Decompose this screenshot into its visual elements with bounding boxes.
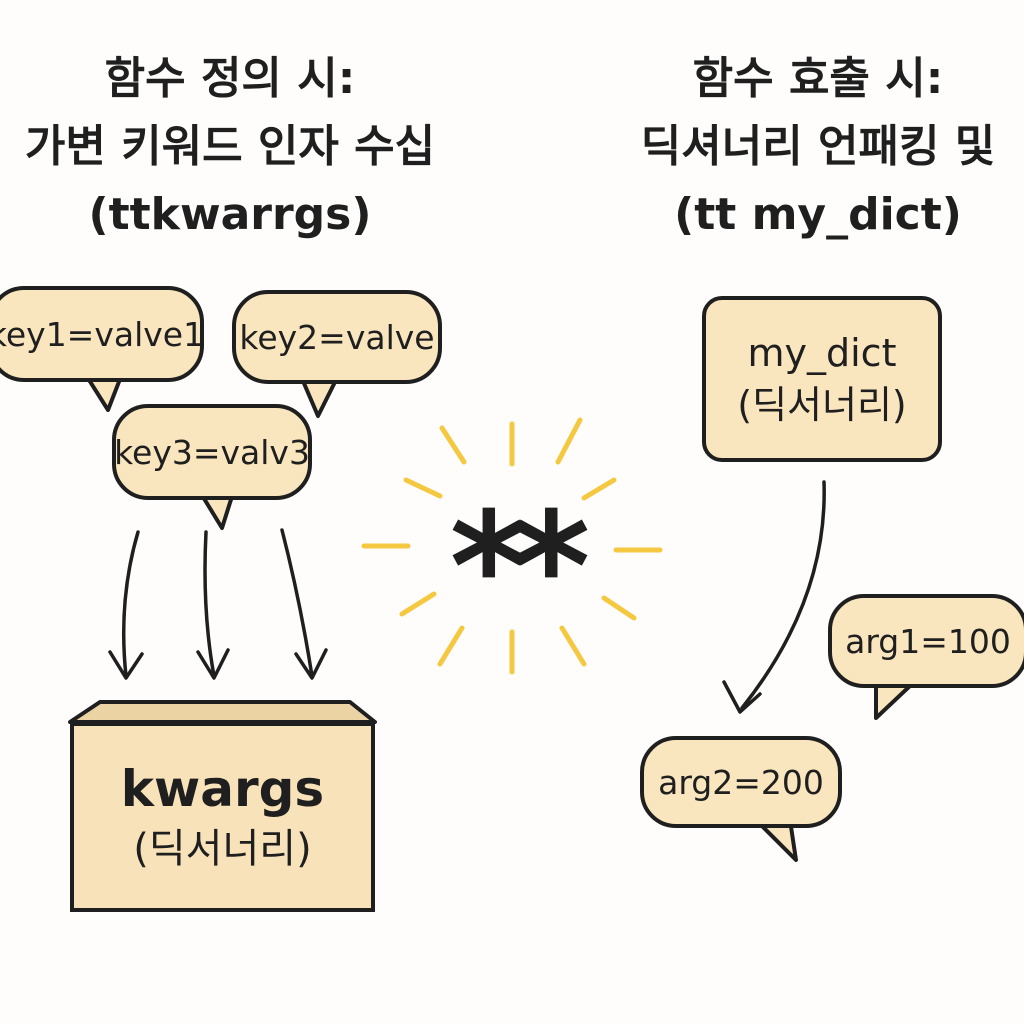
burst-rays — [361, 417, 663, 675]
left-title-line-1: 함수 정의 시: — [104, 53, 356, 104]
bubble-key1: key1=valve1 — [0, 286, 204, 382]
kwargs-box-name: kwargs — [120, 760, 325, 818]
right-title-line-2: 딕셔너리 언패킹 및 — [640, 121, 996, 172]
right-title: 함수 효출 시: 딕셔너리 언패킹 및 (tt my_dict) — [588, 45, 1024, 249]
bubble-arg1: arg1=100 — [828, 594, 1024, 688]
bubble-key3: key3=valv3 — [112, 404, 312, 500]
kwargs-box: kwargs (딕서너리) — [70, 722, 375, 912]
kwargs-box-type: (딕서너리) — [133, 826, 312, 872]
arrow-key1 — [108, 530, 144, 680]
arrow-key3 — [280, 528, 328, 680]
my-dict-name: my_dict — [747, 331, 897, 375]
left-title: 함수 정의 시: 가변 키워드 인자 수십 (ttkwarrgs) — [0, 45, 480, 249]
bubble-key2: key2=valve — [232, 290, 442, 384]
my-dict-type: (딕서너리) — [737, 383, 907, 427]
kwargs-box-lid — [68, 700, 377, 724]
arrow-key2 — [196, 530, 230, 680]
left-arrows — [108, 528, 328, 680]
double-star-operator: ** — [449, 481, 591, 655]
left-title-line-2: 가변 키워드 인자 수십 — [24, 121, 436, 172]
left-title-line-3: (ttkwarrgs) — [88, 189, 372, 240]
my-dict-box: my_dict (딕서너리) — [702, 296, 942, 462]
right-title-line-3: (tt my_dict) — [674, 189, 962, 240]
bubble-arg2: arg2=200 — [640, 736, 842, 828]
right-title-line-1: 함수 효출 시: — [692, 53, 944, 104]
arrow-unpack — [722, 480, 826, 714]
